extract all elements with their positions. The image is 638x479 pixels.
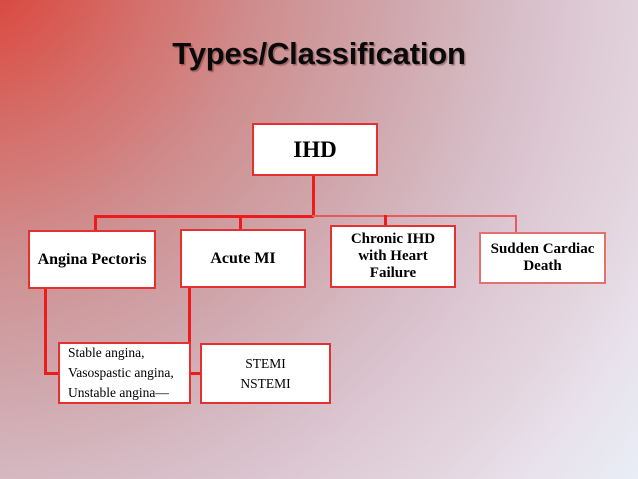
- node-sudden-cardiac-death-label: Sudden Cardiac Death: [490, 241, 595, 274]
- node-mi-types-detail[interactable]: STEMI NSTEMI: [200, 343, 331, 404]
- node-chronic-ihd-label: Chronic IHD with Heart Failure: [350, 231, 436, 281]
- connector-mi-detail-vertical: [188, 288, 191, 375]
- connector-horizontal-bus-right: [312, 215, 517, 217]
- node-acute-mi[interactable]: Acute MI: [180, 229, 306, 288]
- node-ihd-label: IHD: [293, 136, 337, 162]
- page-title: Types/Classification: [172, 36, 466, 71]
- node-angina-types-label: Stable angina, Vasospastic angina, Unsta…: [68, 345, 174, 400]
- node-angina-pectoris[interactable]: Angina Pectoris: [28, 230, 156, 289]
- node-ihd[interactable]: IHD: [252, 123, 378, 176]
- connector-root-stem: [312, 175, 315, 216]
- node-sudden-cardiac-death[interactable]: Sudden Cardiac Death: [479, 232, 606, 284]
- node-chronic-ihd[interactable]: Chronic IHD with Heart Failure: [330, 225, 456, 288]
- connector-drop-angina: [94, 215, 97, 231]
- connector-drop-sudden-cardiac-death: [515, 215, 517, 233]
- connector-mi-detail-horizontal: [188, 372, 202, 375]
- connector-angina-detail-vertical: [44, 289, 47, 374]
- connector-drop-chronic-ihd: [384, 215, 387, 226]
- node-mi-types-label: STEMI NSTEMI: [240, 355, 291, 391]
- node-acute-mi-label: Acute MI: [210, 250, 276, 267]
- connector-drop-acute-mi: [239, 215, 242, 230]
- connector-horizontal-bus-left: [94, 215, 314, 218]
- node-angina-types-detail[interactable]: Stable angina, Vasospastic angina, Unsta…: [58, 342, 191, 404]
- connector-angina-detail-horizontal: [44, 372, 60, 375]
- node-angina-pectoris-label: Angina Pectoris: [37, 251, 147, 268]
